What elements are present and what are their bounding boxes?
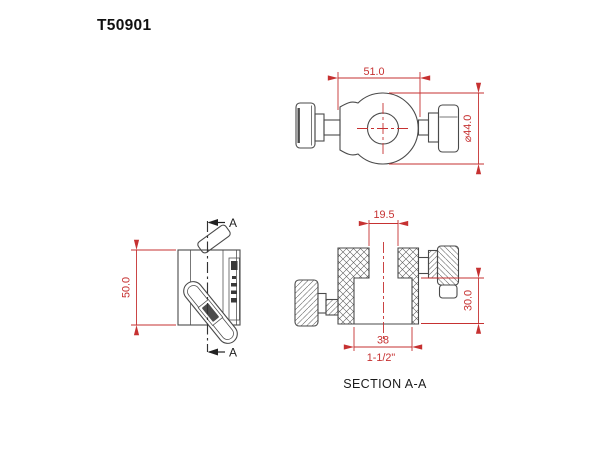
left-screw-shaft-section <box>325 298 339 316</box>
right-screw-shaft-section <box>427 249 439 279</box>
body-right-jaw-section <box>397 247 420 325</box>
right-knob-top-view <box>437 104 460 153</box>
dim-text-slot-width: 19.5 <box>373 209 394 221</box>
clamp-lever <box>183 281 238 344</box>
dim-text-width: 51.0 <box>363 66 384 78</box>
label-text-bar <box>231 298 237 303</box>
dim-text-jaw-width-inches: 1-1/2" <box>367 352 396 364</box>
left-collar-section <box>317 292 327 314</box>
dim-text-diameter: ⌀44.0 <box>462 115 474 143</box>
dim-text-jaw-width: 38 <box>377 335 389 347</box>
right-knob-section <box>436 245 460 286</box>
section-label-top: A <box>229 216 237 230</box>
left-knob-section <box>294 279 319 327</box>
label-text-bar <box>232 276 236 279</box>
top-pin <box>197 224 231 254</box>
right-shaft-top-view <box>417 119 430 136</box>
label-logo-block <box>231 261 238 270</box>
body-left-jaw-section <box>337 247 370 325</box>
right-collar-top-view <box>427 112 440 143</box>
drawing-title: T50901 <box>97 17 152 34</box>
top-view: 51.0 ⌀44.0 <box>295 66 484 175</box>
label-text-bar <box>231 290 237 294</box>
dim-text-jaw-height: 30.0 <box>463 290 475 311</box>
lever-logo-plate <box>202 303 219 322</box>
dim-text-height: 50.0 <box>121 277 133 298</box>
product-label <box>228 257 240 321</box>
section-arrow-bottom-head <box>207 348 218 356</box>
section-view: 19.5 38 1-1/2" 30.0 SECTION A-A <box>294 209 484 391</box>
section-caption: SECTION A-A <box>343 377 427 391</box>
left-shaft-top-view <box>323 119 341 136</box>
right-knob-base-section <box>438 284 458 299</box>
right-collar-section <box>417 256 430 275</box>
section-label-bottom: A <box>229 346 237 360</box>
left-collar-top-view <box>314 113 325 142</box>
side-view: A A 50.0 <box>121 216 241 360</box>
label-text-bar <box>231 283 237 287</box>
section-arrow-top-head <box>207 219 218 226</box>
